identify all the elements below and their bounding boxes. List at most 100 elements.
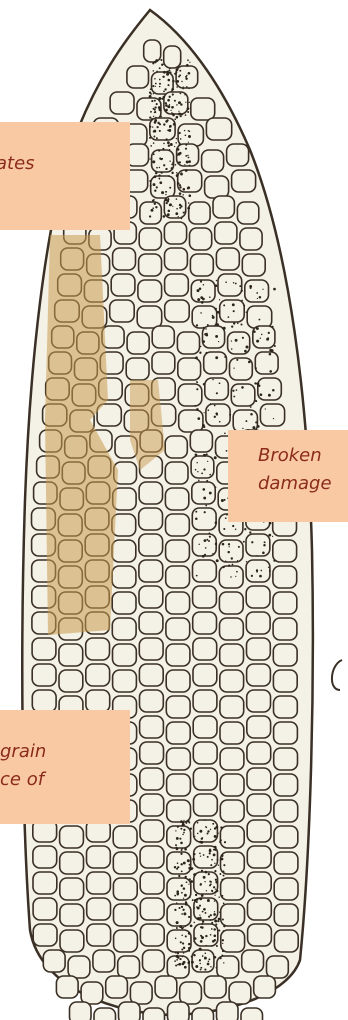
speckle bbox=[230, 395, 231, 396]
speckle bbox=[260, 570, 262, 572]
speckle bbox=[205, 352, 207, 354]
speckle bbox=[175, 212, 178, 215]
speckle bbox=[163, 71, 166, 74]
speckle bbox=[185, 134, 187, 136]
husk-curl bbox=[332, 660, 342, 690]
speckle bbox=[202, 837, 204, 839]
speckle bbox=[274, 345, 276, 347]
speckle bbox=[194, 899, 197, 902]
speckle bbox=[232, 390, 234, 392]
speckle bbox=[153, 131, 155, 133]
kernel bbox=[194, 872, 218, 894]
speckle bbox=[246, 561, 247, 562]
kernel bbox=[112, 592, 136, 614]
speckle bbox=[187, 59, 189, 61]
speckle bbox=[199, 963, 200, 964]
kernel bbox=[237, 202, 258, 224]
speckle bbox=[272, 536, 273, 537]
kernel bbox=[165, 300, 190, 322]
kernel bbox=[167, 800, 191, 822]
speckle bbox=[172, 106, 173, 107]
speckle bbox=[198, 480, 200, 482]
speckle bbox=[201, 894, 204, 897]
speckle bbox=[210, 403, 211, 404]
speckle bbox=[181, 870, 183, 872]
kernel bbox=[273, 618, 297, 640]
kernel bbox=[118, 956, 140, 978]
speckle bbox=[195, 894, 197, 896]
speckle bbox=[210, 864, 212, 866]
speckle bbox=[251, 575, 253, 577]
speckle bbox=[176, 172, 177, 173]
kernel bbox=[143, 1008, 165, 1020]
kernel bbox=[112, 566, 136, 588]
speckle bbox=[179, 132, 181, 134]
speckle bbox=[188, 884, 189, 885]
kernel bbox=[167, 774, 191, 796]
speckle bbox=[150, 186, 151, 187]
speckle bbox=[176, 174, 179, 177]
speckle bbox=[194, 836, 195, 837]
speckle bbox=[183, 832, 185, 834]
speckle bbox=[203, 497, 206, 500]
kernel bbox=[274, 800, 298, 822]
speckle bbox=[198, 544, 199, 545]
speckle bbox=[153, 139, 154, 140]
speckle bbox=[195, 965, 198, 968]
speckle bbox=[171, 167, 173, 169]
kernel bbox=[247, 872, 271, 894]
label-line: Broken bbox=[258, 442, 348, 470]
speckle bbox=[185, 114, 187, 116]
kernel bbox=[217, 956, 239, 978]
speckle bbox=[213, 886, 215, 888]
kernel bbox=[138, 280, 162, 302]
speckle bbox=[179, 143, 181, 145]
speckle bbox=[159, 167, 160, 168]
speckle bbox=[236, 389, 238, 391]
speckle bbox=[149, 126, 151, 128]
speckle bbox=[217, 311, 220, 314]
speckle bbox=[169, 70, 170, 71]
speckle bbox=[167, 79, 170, 82]
speckle bbox=[179, 70, 181, 72]
speckle bbox=[159, 83, 161, 85]
speckle bbox=[262, 552, 265, 555]
kernel bbox=[166, 566, 190, 588]
kernel bbox=[166, 618, 190, 640]
speckle bbox=[158, 98, 160, 100]
speckle bbox=[215, 412, 217, 414]
speckle bbox=[186, 75, 188, 77]
speckle bbox=[154, 119, 157, 122]
kernel bbox=[274, 722, 298, 744]
speckle bbox=[163, 123, 165, 125]
speckle bbox=[189, 62, 190, 63]
speckle bbox=[200, 940, 203, 943]
speckle bbox=[182, 821, 185, 824]
speckle bbox=[169, 104, 170, 105]
speckle bbox=[206, 539, 208, 541]
speckle bbox=[185, 876, 187, 878]
speckle bbox=[229, 546, 230, 547]
speckle bbox=[156, 103, 158, 105]
kernel bbox=[190, 430, 212, 452]
speckle bbox=[204, 554, 206, 556]
speckle bbox=[178, 907, 180, 909]
speckle bbox=[268, 332, 270, 334]
speckle bbox=[214, 456, 217, 459]
speckle bbox=[206, 890, 207, 891]
kernel bbox=[140, 742, 164, 764]
speckle bbox=[200, 883, 202, 885]
speckle bbox=[181, 892, 183, 894]
speckle bbox=[214, 863, 215, 864]
speckle bbox=[168, 144, 170, 146]
speckle bbox=[214, 935, 217, 938]
speckle bbox=[189, 878, 191, 880]
speckle bbox=[205, 871, 208, 874]
speckle bbox=[195, 511, 197, 513]
speckle bbox=[273, 560, 275, 562]
speckle bbox=[185, 148, 187, 150]
speckle bbox=[209, 474, 211, 476]
speckle bbox=[159, 79, 161, 81]
speckle bbox=[205, 505, 207, 507]
speckle bbox=[194, 907, 195, 908]
